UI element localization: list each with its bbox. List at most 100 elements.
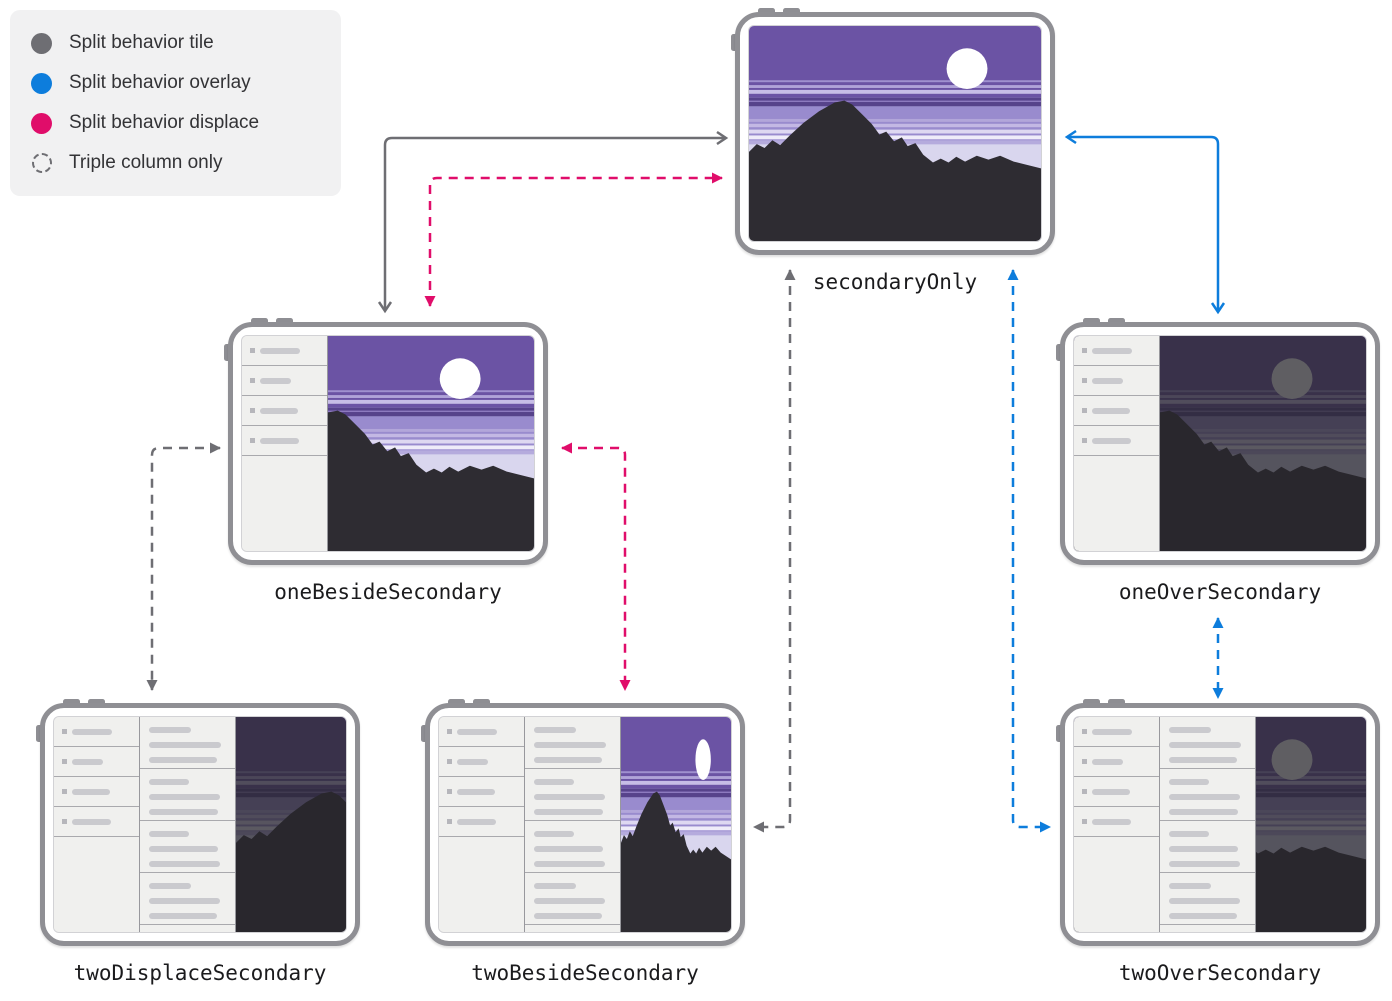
tile-dot-icon (31, 32, 52, 54)
sidebar-group-placeholder (525, 873, 620, 925)
legend: Split behavior tile Split behavior overl… (10, 10, 341, 196)
text-placeholder-bar (149, 794, 220, 800)
arrow-tile-oneBesideSecondary-secondaryOnly (377, 130, 729, 314)
text-placeholder-bar (534, 861, 605, 867)
text-placeholder-bar (1169, 794, 1240, 800)
bullet-icon (1082, 348, 1087, 353)
sidebar-row-placeholder (54, 717, 139, 747)
bullet-icon (1082, 819, 1087, 824)
text-placeholder-bar (534, 794, 605, 800)
text-placeholder-bar (149, 742, 222, 748)
legend-item-overlay: Split behavior overlay (31, 63, 320, 103)
bullet-icon (62, 819, 67, 824)
text-placeholder-bar (1169, 742, 1242, 748)
text-placeholder-bar (72, 818, 111, 825)
sidebar-row-placeholder (1074, 336, 1159, 366)
text-placeholder-bar (534, 883, 576, 889)
text-placeholder-bar (1169, 757, 1237, 763)
bullet-icon (250, 348, 255, 353)
text-placeholder-bar (149, 831, 190, 837)
text-placeholder-bar (534, 898, 605, 904)
bullet-icon (250, 378, 255, 383)
arrow-displace-oneBesideSecondary-twoBesideSecondary (561, 442, 631, 691)
triple-column-view (439, 717, 731, 932)
bullet-icon (447, 759, 452, 764)
text-placeholder-bar (1092, 377, 1123, 384)
sidebar-row-placeholder (242, 366, 327, 396)
text-placeholder-bar (534, 742, 607, 748)
text-placeholder-bar (457, 758, 488, 765)
bullet-icon (1082, 759, 1087, 764)
sidebar-group-placeholder (140, 717, 235, 769)
text-placeholder-bar (72, 758, 103, 765)
sidebar-group-placeholder (140, 821, 235, 873)
legend-label: Split behavior tile (69, 32, 214, 53)
device-secondaryOnly: secondaryOnly (731, 8, 1055, 294)
arrow-tile-oneBesideSecondary-twoDisplaceSecondary (146, 442, 221, 691)
text-placeholder-bar (1092, 818, 1131, 825)
legend-item-tile: Split behavior tile (31, 23, 320, 63)
text-placeholder-bar (1092, 758, 1123, 765)
sidebar-row-placeholder (1074, 717, 1159, 747)
primary-sidebar-overlay (1074, 336, 1160, 551)
primary-sidebar (439, 717, 525, 932)
text-placeholder-bar (1169, 898, 1240, 904)
text-placeholder-bar (149, 861, 220, 867)
device-frame (40, 703, 360, 946)
bullet-icon (1082, 729, 1087, 734)
sidebar-group-placeholder (1160, 821, 1255, 873)
bullet-icon (62, 759, 67, 764)
sidebar-row-placeholder (1074, 366, 1159, 396)
sidebar-row-placeholder (242, 396, 327, 426)
text-placeholder-bar (1092, 407, 1130, 414)
device-label: secondaryOnly (812, 270, 978, 294)
sidebar-row-placeholder (1074, 807, 1159, 837)
bullet-icon (1082, 408, 1087, 413)
arrow-displace-oneBesideSecondary-secondaryOnly (424, 172, 723, 307)
device-frame (1060, 703, 1380, 946)
sidebar-group-placeholder (525, 769, 620, 821)
device-frame (1060, 322, 1380, 565)
text-placeholder-bar (534, 757, 602, 763)
triple-column-view (54, 717, 346, 932)
sidebar-row-placeholder (439, 777, 524, 807)
text-placeholder-bar (260, 407, 298, 414)
bullet-icon (1082, 438, 1087, 443)
text-placeholder-bar (149, 883, 191, 889)
sidebar-group-placeholder (1160, 717, 1255, 769)
sidebar-row-placeholder (1074, 777, 1159, 807)
text-placeholder-bar (149, 757, 217, 763)
mountain-artwork-displaced (236, 717, 346, 932)
bullet-icon (447, 789, 452, 794)
sidebar-row-placeholder (54, 807, 139, 837)
supplementary-sidebar (525, 717, 621, 932)
text-placeholder-bar (149, 779, 190, 785)
text-placeholder-bar (1169, 831, 1210, 837)
sidebar-row-placeholder (54, 747, 139, 777)
text-placeholder-bar (149, 913, 217, 919)
sidebar-row-placeholder (1074, 396, 1159, 426)
legend-label: Split behavior displace (69, 112, 260, 133)
displace-dot-icon (31, 112, 52, 134)
text-placeholder-bar (1092, 437, 1131, 444)
device-label: oneBesideSecondary (274, 580, 502, 604)
bullet-icon (447, 819, 452, 824)
legend-item-displace: Split behavior displace (31, 103, 320, 143)
arrow-tile-secondaryOnly-twoBesideSecondary (753, 269, 796, 833)
sidebar-group-placeholder (525, 717, 620, 769)
text-placeholder-bar (1169, 779, 1210, 785)
text-placeholder-bar (149, 727, 191, 733)
supplementary-sidebar (140, 717, 236, 932)
bullet-icon (62, 729, 67, 734)
sidebar-group-placeholder (140, 873, 235, 925)
supplementary-sidebar-overlay (1160, 717, 1256, 932)
sidebar-row-placeholder (439, 807, 524, 837)
sidebar-row-placeholder (54, 777, 139, 807)
device-twoOverSecondary: twoOverSecondary (1056, 699, 1380, 985)
device-frame (735, 12, 1055, 255)
sidebar-row-placeholder (439, 717, 524, 747)
device-oneBesideSecondary: oneBesideSecondary (224, 318, 548, 604)
text-placeholder-bar (260, 347, 300, 354)
text-placeholder-bar (534, 779, 575, 785)
